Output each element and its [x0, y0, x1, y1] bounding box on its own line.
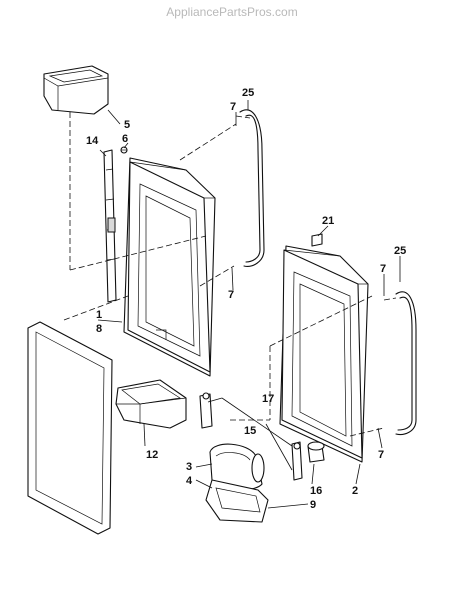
callout-7-upper-right: 7	[380, 263, 386, 275]
callout-14: 14	[86, 135, 99, 147]
callout-labels: 5 6 14 7 25 7 21 7 25 1 8 17 15 7 12 3 4…	[86, 87, 406, 511]
callout-3: 3	[186, 461, 192, 473]
watermark-text: AppliancePartsPros.com	[166, 5, 297, 19]
left-door	[123, 157, 216, 377]
callout-1: 1	[96, 309, 102, 321]
right-door	[279, 245, 369, 463]
callout-7-lower-right: 7	[378, 449, 384, 461]
callout-25-left: 25	[242, 87, 254, 99]
callout-16: 16	[310, 485, 322, 497]
callout-17: 17	[262, 393, 274, 405]
callout-8: 8	[96, 323, 102, 335]
callout-9: 9	[310, 499, 316, 511]
right-door-clip	[311, 233, 323, 247]
door-closer-cam	[307, 441, 325, 463]
upper-door-bin	[43, 65, 109, 115]
leader-lines	[97, 100, 401, 509]
callout-5: 5	[124, 119, 130, 131]
left-door-gasket	[27, 321, 113, 535]
callout-21: 21	[322, 215, 334, 227]
lower-hinge-pin-right	[291, 441, 303, 481]
lower-door-bin	[115, 379, 187, 429]
hinge-bar	[103, 149, 117, 303]
callout-25-right: 25	[394, 245, 406, 257]
right-door-handle	[383, 291, 417, 436]
callout-12: 12	[146, 449, 158, 461]
dairy-compartment-bin	[205, 479, 269, 523]
left-door-handle	[235, 109, 265, 267]
lower-hinge-pin-left	[199, 392, 213, 429]
callout-4: 4	[186, 475, 193, 487]
assembly-lines	[63, 112, 385, 437]
callout-6: 6	[122, 133, 128, 145]
callout-15: 15	[244, 425, 256, 437]
callout-7-upper-left: 7	[230, 101, 236, 113]
callout-7-lower-left: 7	[228, 289, 234, 301]
hinge-screw	[120, 146, 128, 154]
callout-2: 2	[352, 485, 358, 497]
